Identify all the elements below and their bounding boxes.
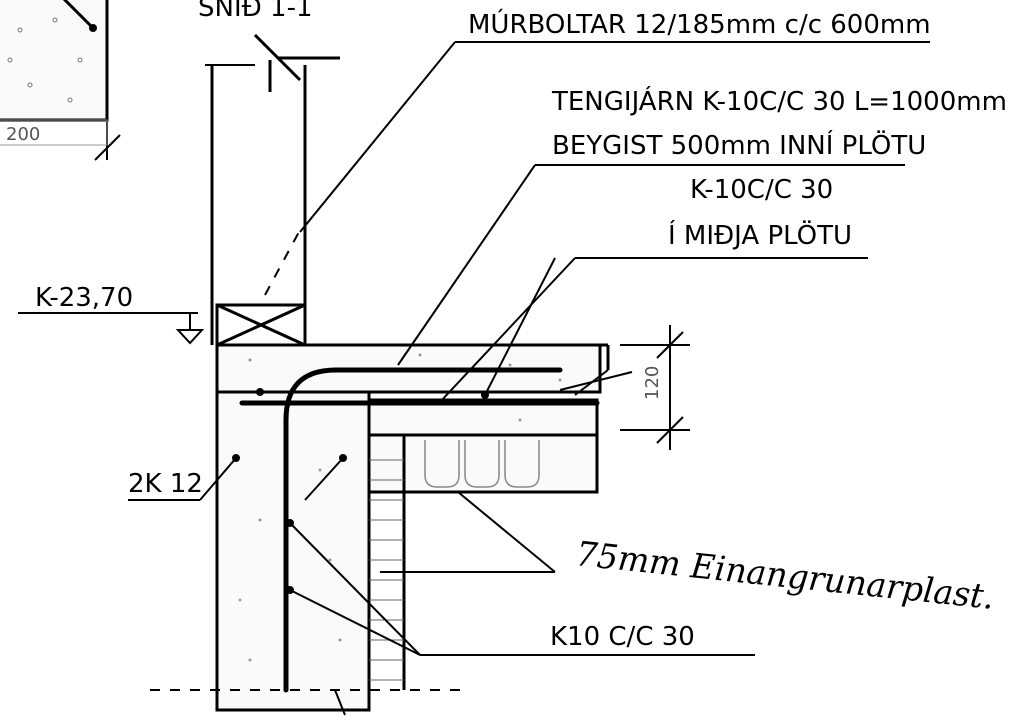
label-k10-line2: Í MIÐJA PLÖTU — [668, 219, 852, 251]
label-k10-line1: K-10C/C 30 — [690, 175, 833, 205]
wall-base-block — [215, 303, 307, 347]
dimension-200: 200 — [6, 124, 40, 145]
foundation-wall — [150, 390, 470, 716]
section-title: SNIÐ 1-1 — [198, 0, 313, 23]
dimension-120-label: 120 — [642, 366, 663, 400]
label-handwritten-insulation: 75mm Einangrunarplast. — [574, 534, 996, 618]
corner-detail — [0, 0, 121, 161]
level-label: K-23,70 — [35, 283, 133, 313]
label-2k12: 2K 12 — [128, 469, 203, 499]
level-marker — [18, 312, 205, 345]
insulation-voids — [424, 440, 540, 488]
label-tengijarn-line2: BEYGIST 500mm INNÍ PLÖTU — [552, 129, 926, 161]
upper-wall — [205, 64, 307, 345]
label-k10-cc30: K10 C/C 30 — [550, 622, 695, 652]
concrete-speckle — [238, 353, 562, 662]
dimension-120 — [620, 325, 690, 450]
leader-lines — [128, 41, 930, 656]
label-murboltar: MÚRBOLTAR 12/185mm c/c 600mm — [468, 8, 931, 40]
label-tengijarn-line1: TENGIJÁRN K-10C/C 30 L=1000mm — [551, 85, 1007, 117]
section-cut-symbol — [253, 33, 340, 92]
